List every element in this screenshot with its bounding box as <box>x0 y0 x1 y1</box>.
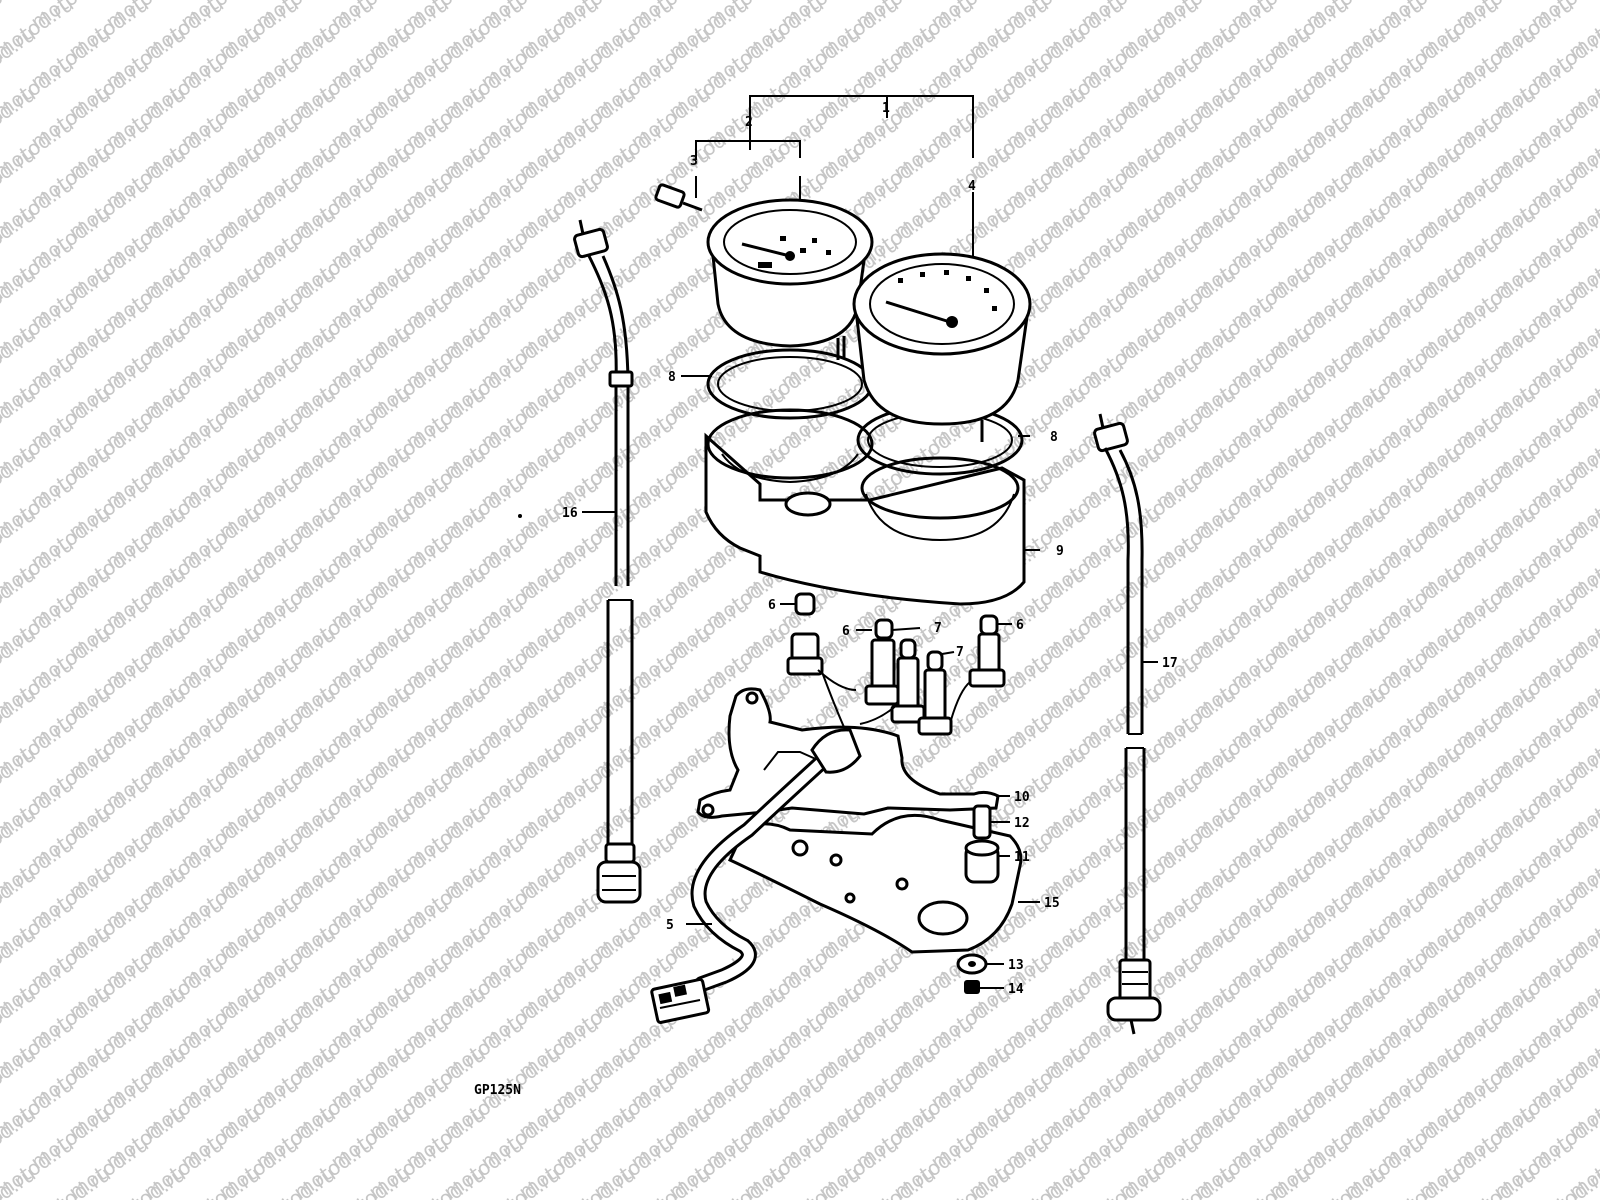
callout-1: 1 <box>882 101 890 116</box>
collar-part12 <box>972 804 992 840</box>
callout-4: 4 <box>968 179 976 194</box>
callout-14: 14 <box>1008 982 1024 997</box>
model-code: GP125N <box>474 1083 521 1098</box>
callout-8a: 8 <box>668 370 676 385</box>
callout-3: 3 <box>690 154 698 169</box>
callout-15: 15 <box>1044 896 1060 911</box>
nut-part14 <box>964 980 980 994</box>
bulb-screw-part3 <box>654 183 703 212</box>
callout-7a: 7 <box>934 621 942 636</box>
callout-7b: 7 <box>956 645 964 660</box>
stray-dot <box>518 514 522 518</box>
callout-5: 5 <box>666 918 674 933</box>
callout-6c: 6 <box>1016 618 1024 633</box>
callout-13: 13 <box>1008 958 1024 973</box>
callout-2: 2 <box>745 115 753 130</box>
callout-6b: 6 <box>842 624 850 639</box>
washer-part13 <box>956 953 988 975</box>
callout-9: 9 <box>1056 544 1064 559</box>
grommet-part11 <box>964 839 1000 884</box>
callout-11: 11 <box>1014 850 1030 865</box>
callout-16: 16 <box>562 506 578 521</box>
callout-8b: 8 <box>1050 430 1058 445</box>
callout-10: 10 <box>1014 790 1030 805</box>
callout-6a: 6 <box>768 598 776 613</box>
callout-17: 17 <box>1162 656 1178 671</box>
callout-12: 12 <box>1014 816 1030 831</box>
